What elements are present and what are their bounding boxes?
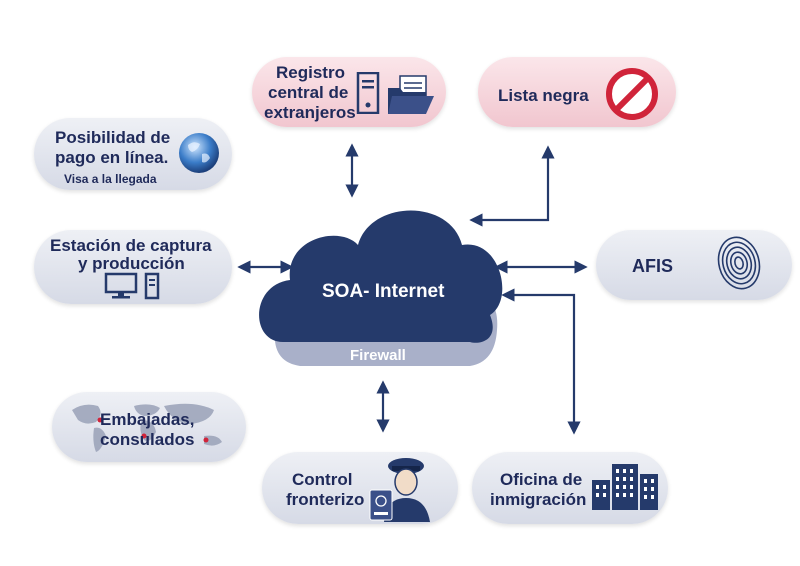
computer-icon: [104, 272, 160, 300]
office-building-icon: [592, 464, 658, 510]
prohibited-icon: [606, 68, 658, 120]
registro-line-3: extranjeros: [264, 103, 356, 122]
registro-line-1: Registro: [276, 63, 345, 82]
fingerprint-icon: [717, 236, 761, 290]
registro-line-2: central de: [268, 83, 349, 102]
border-officer-icon: [369, 458, 430, 522]
oficina-line-2: inmigración: [490, 490, 587, 509]
pago-line-2: pago en línea.: [55, 148, 169, 167]
lista-negra-label: Lista negra: [498, 86, 589, 105]
server-icon: [356, 72, 380, 114]
folder-icon: [388, 75, 434, 114]
control-line-2: fronterizo: [286, 490, 365, 509]
arrow-oficina: [501, 288, 581, 435]
estacion-line-2: y producción: [78, 254, 185, 273]
estacion-line-1: Estación de captura: [50, 236, 212, 255]
firewall-label: Firewall: [350, 347, 406, 364]
globe-icon: [179, 133, 219, 173]
pago-sub: Visa a la llegada: [64, 172, 157, 186]
control-line-1: Control: [292, 470, 353, 489]
oficina-line-1: Oficina de: [500, 470, 583, 489]
embajadas-line-2: consulados: [100, 430, 195, 449]
afis-label: AFIS: [632, 256, 674, 276]
soa-cloud: [259, 210, 503, 343]
world-map-icon: [72, 403, 222, 452]
cloud-title: SOA- Internet: [322, 281, 445, 302]
embajadas-line-1: Embajadas,: [100, 410, 195, 429]
pago-line-1: Posibilidad de: [55, 128, 171, 147]
arrow-lista-negra: [469, 145, 555, 227]
